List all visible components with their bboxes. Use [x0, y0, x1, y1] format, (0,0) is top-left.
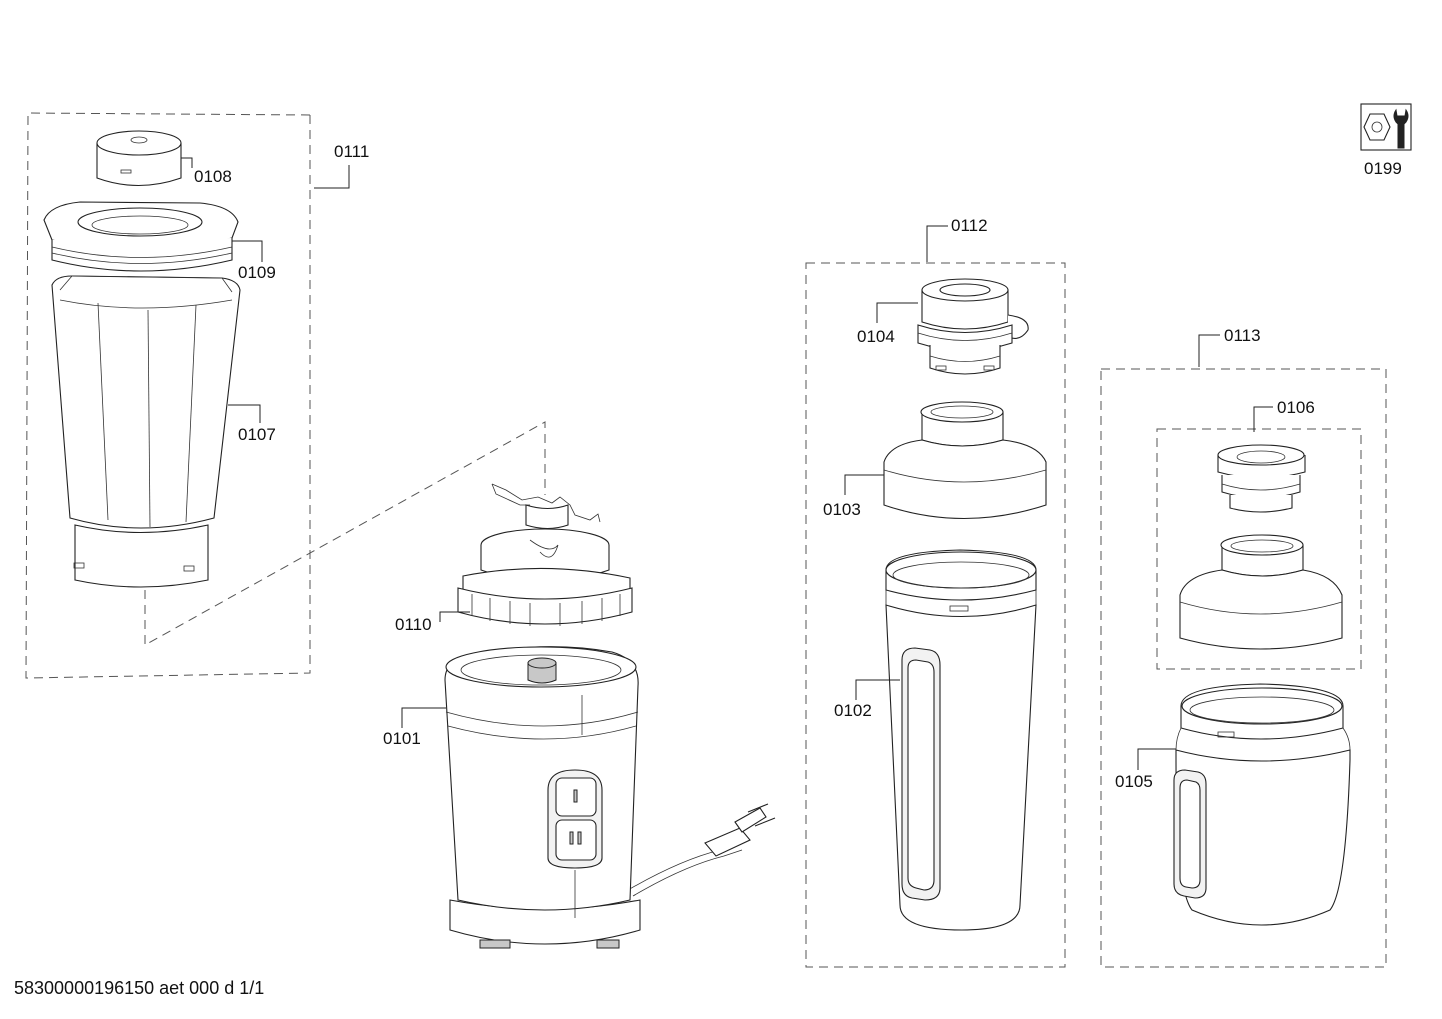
part-0102-bottle — [855, 549, 1037, 931]
part-0110-blade — [439, 483, 633, 626]
group-box-0113 — [1100, 334, 1387, 968]
label-0109: 0109 — [238, 263, 276, 282]
label-0111: 0111 — [334, 142, 369, 161]
part-0103-lid — [844, 401, 1047, 519]
label-0104: 0104 — [857, 327, 895, 346]
label-0106: 0106 — [1277, 398, 1315, 417]
tools-icon — [1360, 103, 1412, 151]
part-0108-cap — [96, 130, 193, 187]
label-0199: 0199 — [1364, 159, 1402, 178]
part-0106-lid — [1179, 534, 1343, 650]
label-0110: 0110 — [395, 615, 432, 634]
label-0101: 0101 — [383, 729, 421, 748]
group-box-0112 — [805, 225, 1066, 968]
part-0104-cap — [876, 278, 1029, 375]
group-box-0106 — [1156, 406, 1362, 670]
label-0103: 0103 — [823, 500, 861, 519]
label-0105: 0105 — [1115, 772, 1153, 791]
part-0107-jar — [51, 275, 261, 588]
part-0105-bottle — [1137, 683, 1351, 926]
part-0106-cap — [1217, 444, 1306, 513]
label-0102: 0102 — [834, 701, 872, 720]
label-0108: 0108 — [194, 167, 232, 186]
part-0101-base — [401, 646, 776, 949]
part-0109-lid — [43, 201, 263, 272]
label-0107: 0107 — [238, 425, 276, 444]
document-id: 58300000196150 aet 000 d 1/1 — [14, 978, 265, 998]
label-0112: 0112 — [951, 216, 988, 235]
group-box-0111 — [25, 112, 350, 679]
label-0113: 0113 — [1224, 326, 1261, 345]
